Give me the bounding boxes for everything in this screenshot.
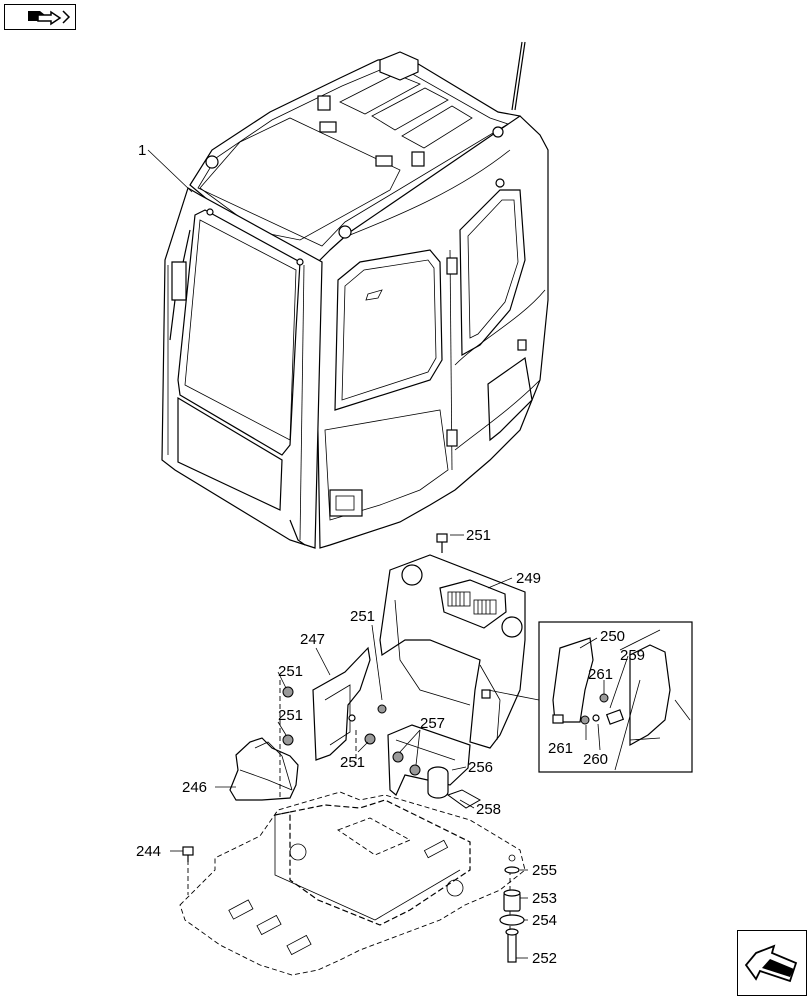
bolt-251-mid <box>377 704 387 714</box>
bolt-251-left-upper <box>282 686 294 698</box>
floor-plate <box>179 791 526 976</box>
bolt-244 <box>182 846 194 862</box>
callout-254: 254 <box>532 912 557 929</box>
callout-256: 256 <box>468 759 493 776</box>
callout-257: 257 <box>420 715 445 732</box>
rear-panel-assembly <box>379 554 526 749</box>
bolt-251-top <box>436 533 448 553</box>
callout-251-center: 251 <box>340 754 365 771</box>
callout-261-upper: 261 <box>588 666 613 683</box>
callout-251-top: 251 <box>466 527 491 544</box>
cab-assembly <box>161 41 549 549</box>
callout-260: 260 <box>583 751 608 768</box>
mount-stack <box>499 866 525 963</box>
bolts-257 <box>392 751 421 776</box>
leader-lines <box>147 149 629 959</box>
bolt-251-left-lower <box>282 734 294 746</box>
callout-249: 249 <box>516 570 541 587</box>
callout-252: 252 <box>532 950 557 967</box>
rear-vent-grille-icon <box>447 591 497 615</box>
detail-inset <box>538 621 693 773</box>
callout-246: 246 <box>182 779 207 796</box>
callout-251-left-lower: 251 <box>278 707 303 724</box>
callout-259: 259 <box>620 647 645 664</box>
book-page-nav-icon <box>28 10 71 26</box>
previous-page-arrow-icon <box>744 944 798 983</box>
callout-244: 244 <box>136 843 161 860</box>
callout-251-left-upper: 251 <box>278 663 303 680</box>
bolt-251-center <box>364 733 376 745</box>
callout-251-mid: 251 <box>350 608 375 625</box>
callout-247: 247 <box>300 631 325 648</box>
callout-1: 1 <box>138 142 146 159</box>
air-duct <box>229 737 299 801</box>
cup-holder <box>427 766 482 809</box>
callout-250: 250 <box>600 628 625 645</box>
callout-258: 258 <box>476 801 501 818</box>
callout-253: 253 <box>532 890 557 907</box>
side-trim-panel <box>312 646 371 761</box>
callout-261-lower: 261 <box>548 740 573 757</box>
callout-255: 255 <box>532 862 557 879</box>
book-page-nav-button[interactable] <box>4 4 76 30</box>
previous-page-button[interactable] <box>737 930 807 996</box>
